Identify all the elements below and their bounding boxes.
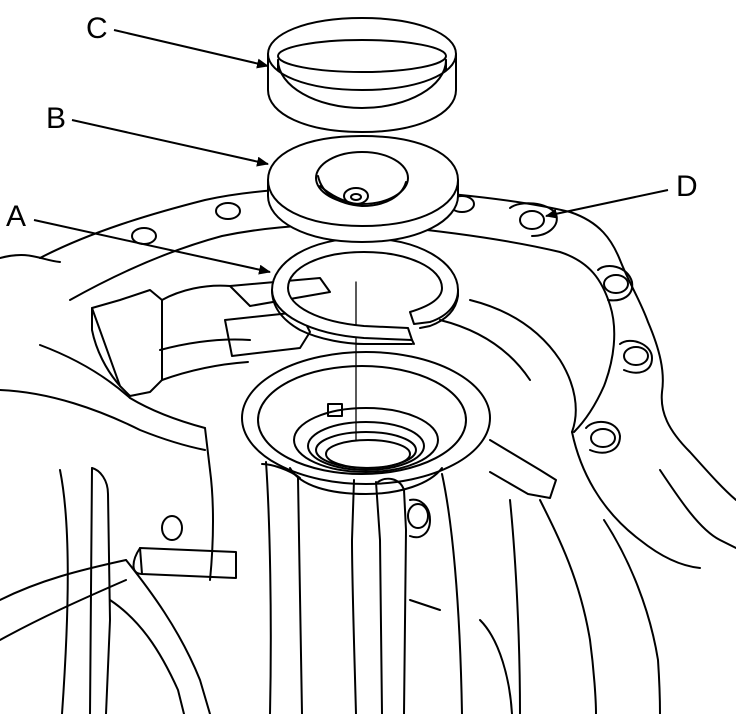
bolt-hole (623, 346, 649, 366)
collar-c (267, 17, 457, 133)
transmission-housing (0, 187, 736, 714)
label-b: B (46, 102, 66, 135)
leader-line-b (71, 119, 269, 167)
bolt-hole (519, 210, 545, 230)
bolt-hole (215, 202, 241, 220)
bolt-hole (603, 274, 629, 294)
label-c: C (86, 12, 108, 45)
snap-ring-a (271, 237, 459, 345)
bolt-hole (590, 428, 616, 448)
leader-line-a (33, 219, 271, 275)
bearing-bore-outer (241, 351, 491, 485)
thrust-washer-b (267, 135, 459, 243)
label-a: A (6, 200, 26, 233)
label-d: D (676, 170, 698, 203)
leader-line-c (113, 29, 269, 69)
leader-line-d (545, 189, 669, 219)
